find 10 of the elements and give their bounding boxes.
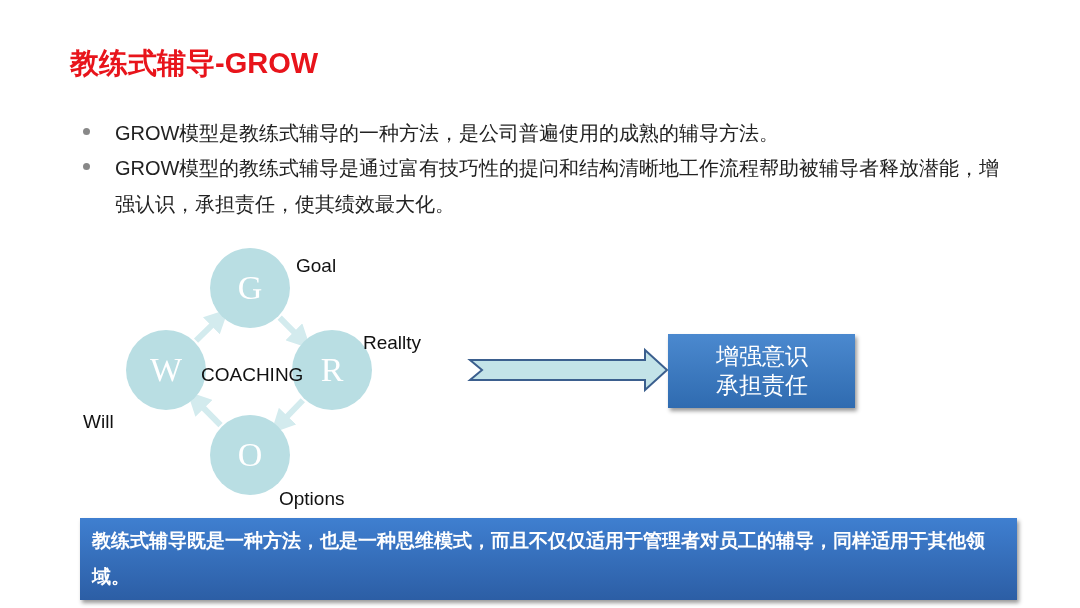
letter-circle: G: [210, 248, 290, 328]
summary-banner: 教练式辅导既是一种方法，也是一种思维模式，而且不仅仅适用于管理者对员工的辅导，同样适用于其他领域。: [80, 518, 1017, 600]
title: 教练式辅导-GROW: [70, 46, 319, 81]
stage-label: Reallty: [363, 332, 422, 354]
result-box: 增强意识承担责任: [668, 334, 855, 408]
block-arrow: [467, 347, 669, 393]
bullet-text: GROW模型的教练式辅导是通过富有技巧性的提问和结构清晰地工作流程帮助被辅导者释放潜能，增强认识，承担责任，使其绩效最大化。: [115, 156, 1001, 217]
stage-label: Will: [83, 411, 114, 433]
stage-label: Goal: [296, 255, 337, 277]
bullet-text: GROW模型是教练式辅导的一种方法，是公司普遍使用的成熟的辅导方法。: [115, 121, 781, 146]
